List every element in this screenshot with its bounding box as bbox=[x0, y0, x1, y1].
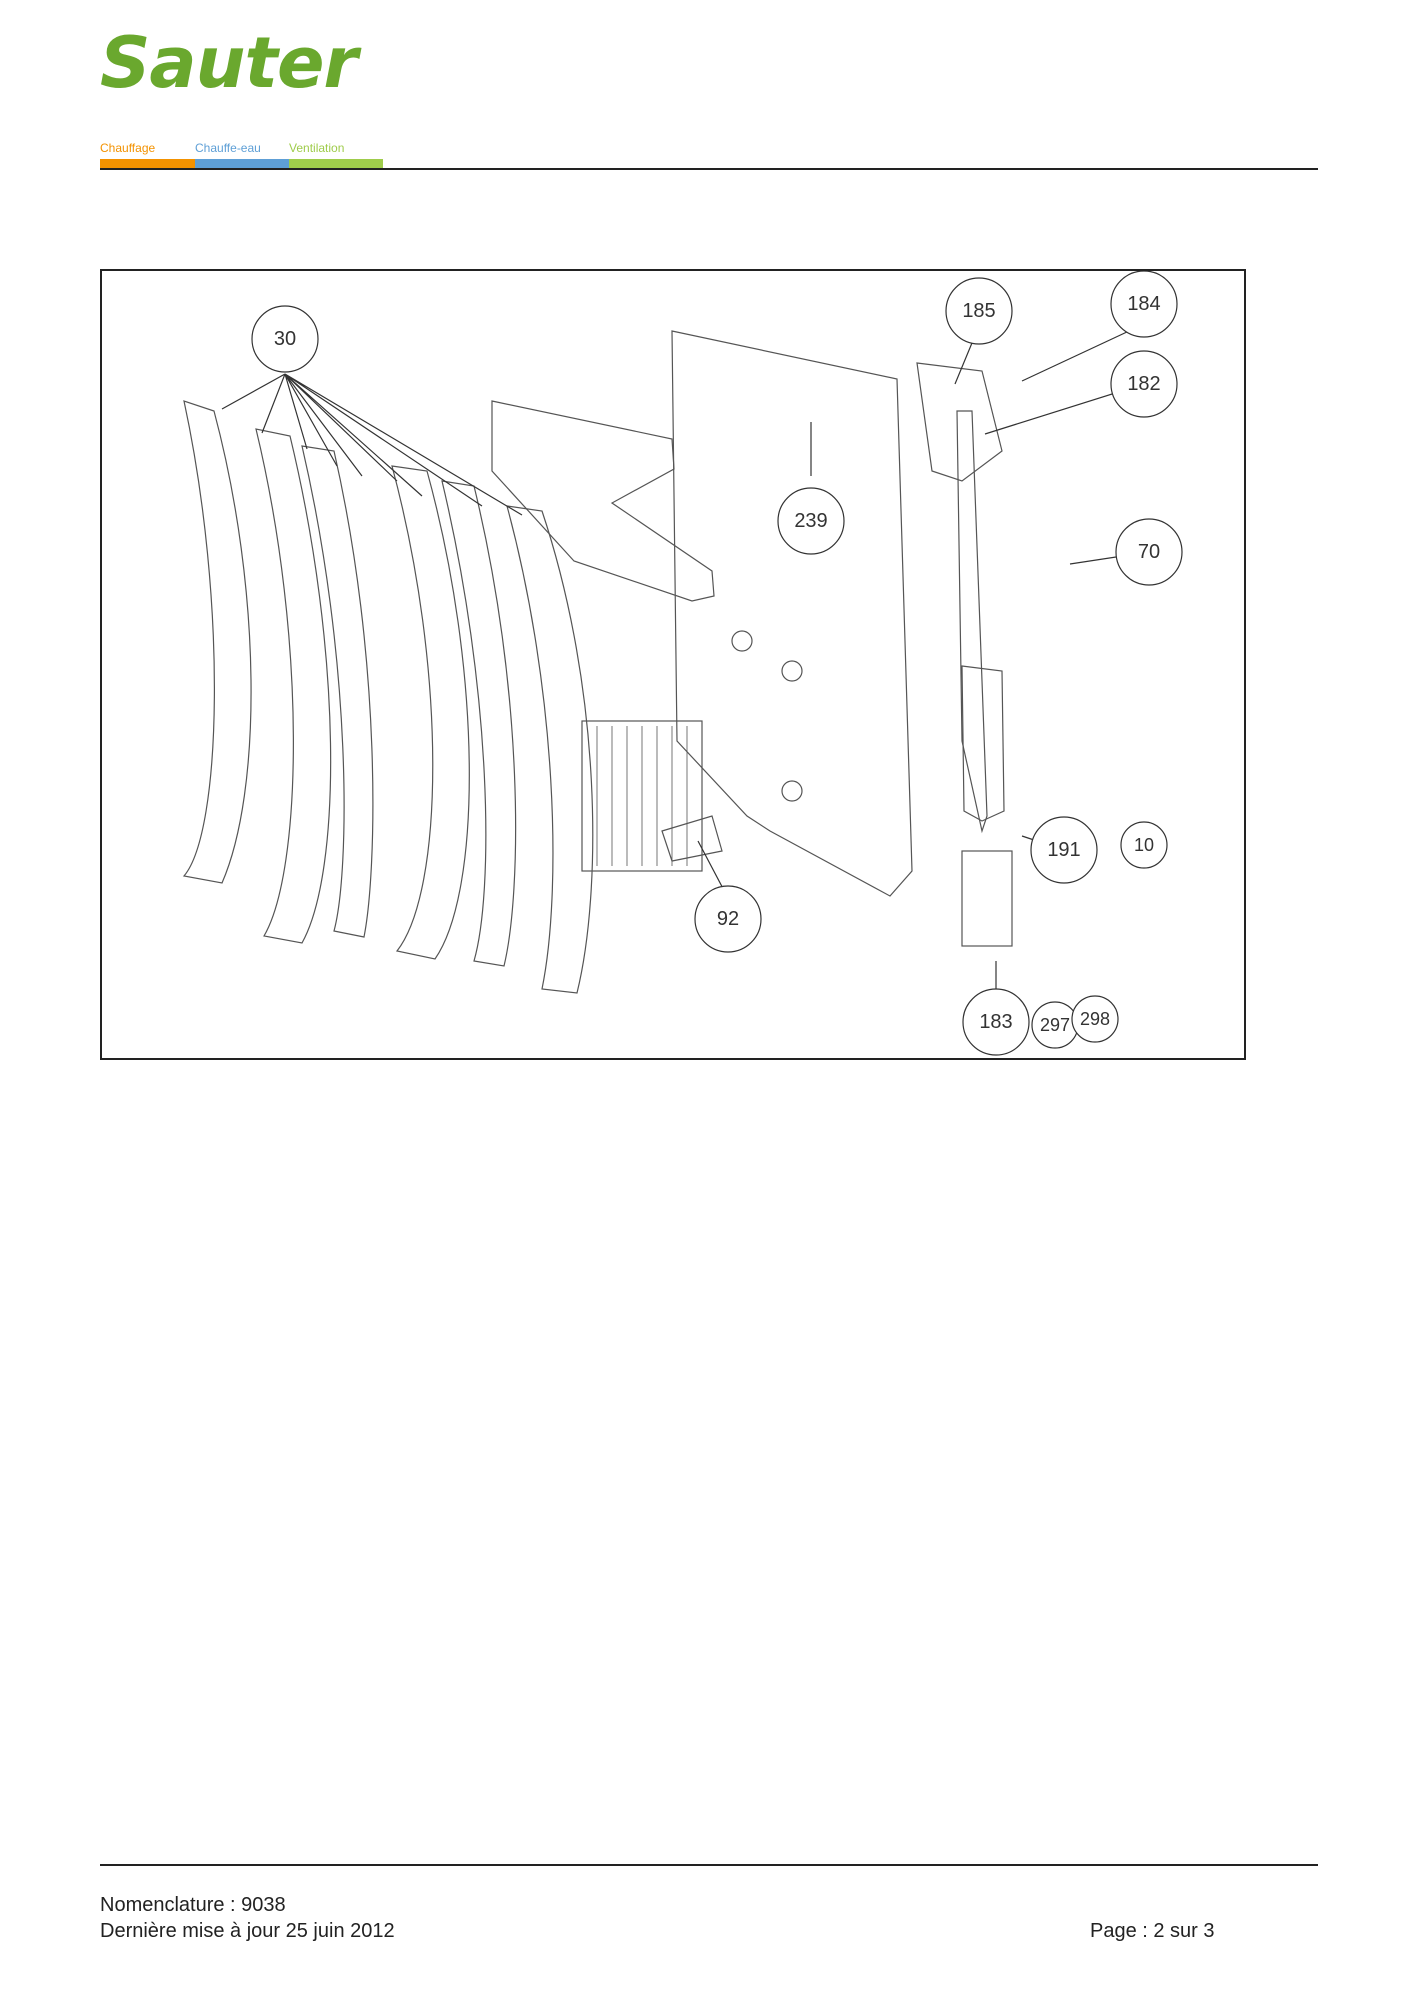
bar-chauffage bbox=[100, 159, 195, 168]
tag-chauffage: Chauffage bbox=[100, 141, 156, 155]
back-plate-clip-2 bbox=[781, 660, 803, 682]
control-bracket bbox=[961, 665, 1005, 822]
callout-92: 92 bbox=[717, 908, 739, 930]
header-divider bbox=[100, 168, 1318, 170]
front-panel-2 bbox=[255, 428, 332, 944]
callout-191: 191 bbox=[1047, 839, 1080, 861]
back-plate bbox=[671, 330, 913, 897]
sauter-logo: Sauter bbox=[100, 22, 358, 104]
electronic-board bbox=[961, 850, 1013, 947]
side-rail bbox=[956, 410, 988, 834]
leader-lines bbox=[221, 323, 1150, 1006]
callout-10: 10 bbox=[1134, 835, 1154, 855]
callout-297: 297 bbox=[1040, 1015, 1070, 1035]
tag-ventilation: Ventilation bbox=[289, 141, 345, 155]
callout-183: 183 bbox=[979, 1011, 1012, 1033]
exploded-view-drawing: 30 185 184 182 239 70 92 191 10 183 297 … bbox=[182, 271, 1183, 1056]
callout-239: 239 bbox=[794, 510, 827, 532]
callout-184: 184 bbox=[1127, 293, 1160, 315]
back-plate-clip-3 bbox=[781, 780, 803, 802]
front-panel-1 bbox=[182, 400, 252, 884]
footer-nomenclature: Nomenclature : 9038 bbox=[100, 1894, 286, 1916]
footer-divider bbox=[100, 1864, 1318, 1866]
footer-page-number: Page : 2 sur 3 bbox=[1090, 1920, 1215, 1942]
heating-element-fins bbox=[596, 726, 688, 866]
callout-182: 182 bbox=[1127, 373, 1160, 395]
tag-chauffe-eau: Chauffe-eau bbox=[195, 141, 261, 155]
bar-chauffe-eau bbox=[195, 159, 289, 168]
callout-circles bbox=[251, 271, 1183, 1056]
small-bracket bbox=[661, 815, 723, 862]
callout-70: 70 bbox=[1138, 541, 1160, 563]
back-plate-clip-1 bbox=[731, 630, 753, 652]
footer-last-update: Dernière mise à jour 25 juin 2012 bbox=[100, 1920, 395, 1942]
bar-ventilation bbox=[289, 159, 383, 168]
part-drawings bbox=[182, 330, 1013, 994]
front-panel-6 bbox=[506, 505, 594, 994]
heating-element bbox=[581, 720, 703, 872]
callout-30: 30 bbox=[274, 328, 296, 350]
top-deflector bbox=[491, 400, 715, 602]
control-module bbox=[916, 362, 1003, 482]
exploded-view-diagram: 30 185 184 182 239 70 92 191 10 183 297 … bbox=[100, 269, 1246, 1060]
front-panel-4 bbox=[391, 465, 470, 960]
front-panel-5 bbox=[441, 480, 517, 967]
front-panel-3 bbox=[301, 445, 374, 938]
callout-298: 298 bbox=[1080, 1009, 1110, 1029]
callout-185: 185 bbox=[962, 300, 995, 322]
